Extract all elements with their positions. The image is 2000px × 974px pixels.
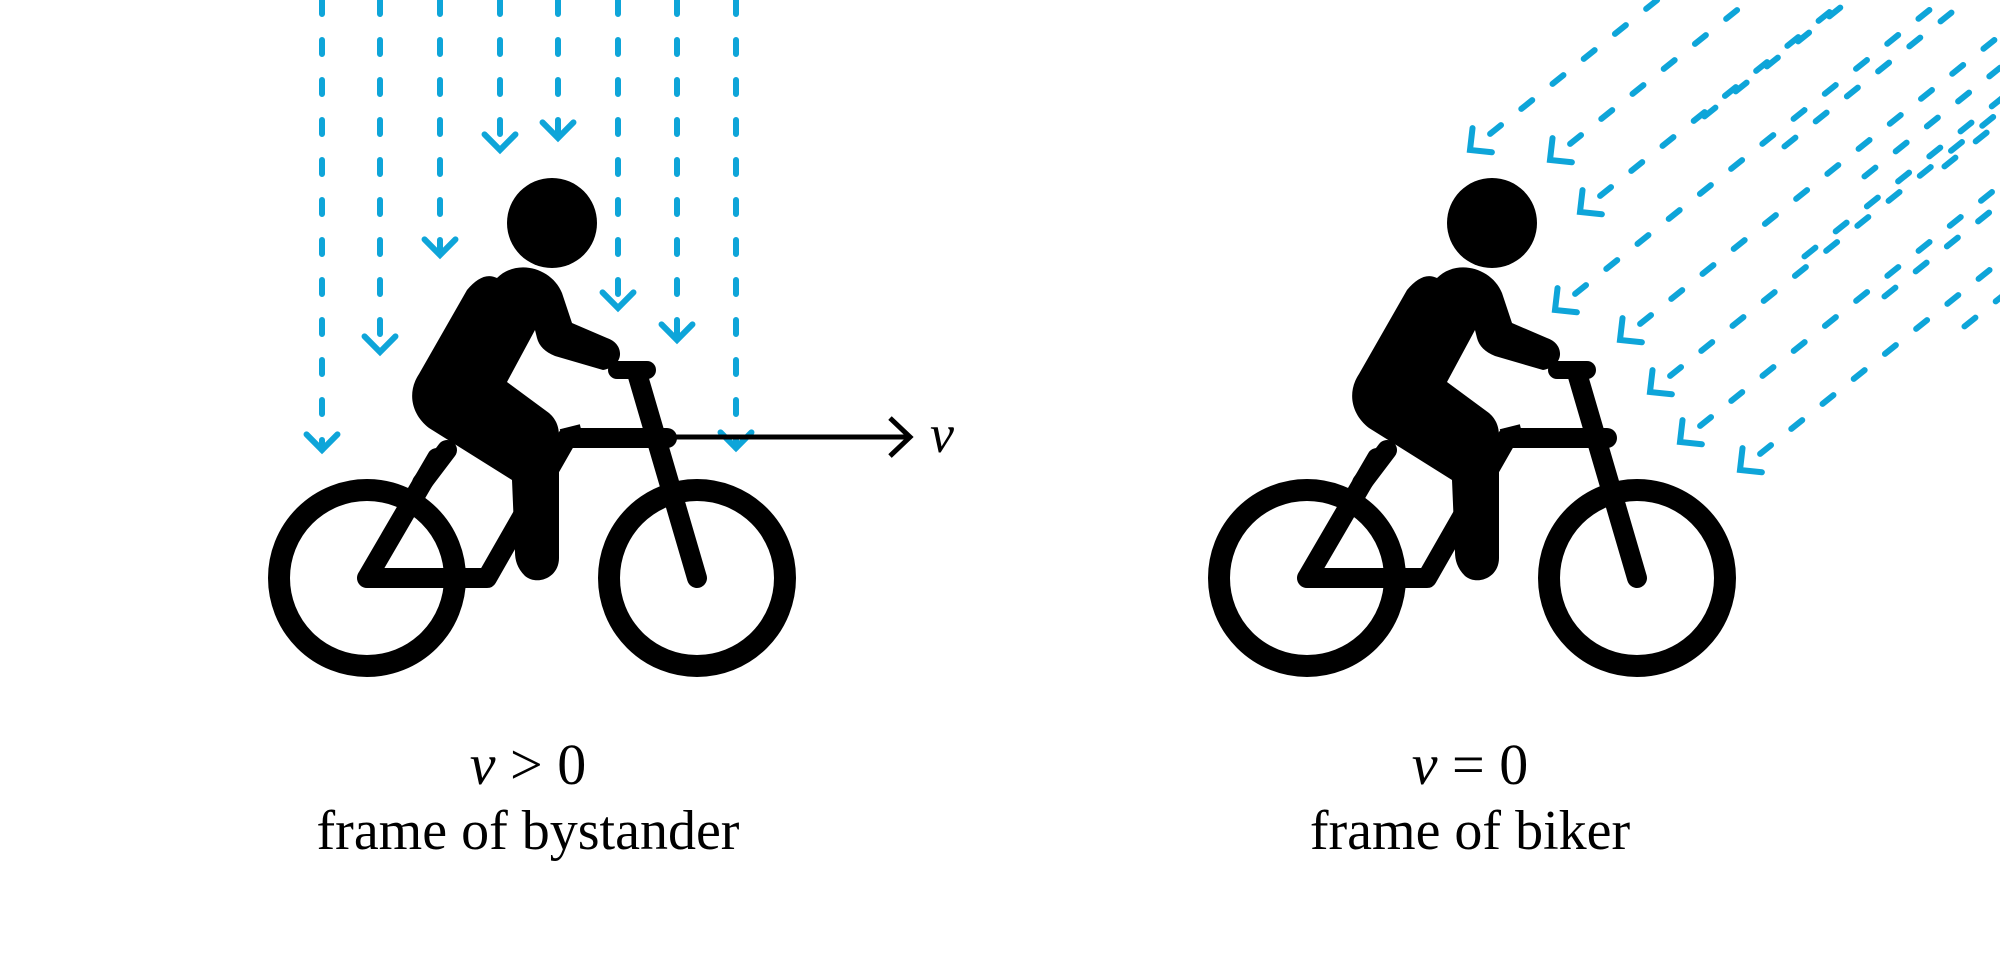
rain-drop-streak: [421, 0, 459, 260]
condition-label: v > 0: [469, 732, 587, 797]
rain-drop-streak: [539, 0, 577, 143]
frame-label: frame of biker: [1309, 800, 1631, 862]
cyclist-icon: [1219, 178, 1725, 666]
frame-label: frame of bystander: [316, 800, 740, 862]
rain-drop-streak: [1576, 0, 1850, 218]
rain-drop-streak: [1616, 31, 2000, 346]
rain-drop-streak: [481, 0, 519, 155]
condition-label: v = 0: [1411, 732, 1529, 797]
rain-drop-streak: [1546, 0, 1755, 166]
rain-drop-streak: [1466, 0, 1662, 156]
rain-drop-streak: [361, 0, 399, 357]
rain-drop-streak: [1551, 0, 1947, 316]
rain-drop-streak: [303, 0, 341, 455]
rain-drop-streak: [1937, 118, 2000, 173]
rain-drop-streak: [1676, 181, 2000, 448]
rain-drop-streak: [1797, 95, 2000, 263]
rain-drop-streak: [658, 0, 696, 345]
rain-streaks-vertical: [303, 0, 755, 455]
velocity-arrow: [660, 416, 914, 458]
rain-drop-streak: [1877, 200, 2000, 303]
rain-drop-streak: [1697, 0, 1855, 123]
rain-drop-streak: [1777, 0, 1972, 153]
rain-drop-streak: [1646, 107, 2000, 398]
rain-drop-streak: [1736, 257, 2000, 476]
rain-drop-streak: [599, 0, 637, 313]
caption-biker: v = 0 frame of biker: [1120, 732, 1820, 864]
rain-drop-streak: [1857, 63, 2000, 183]
rain-drop-streak: [717, 0, 755, 453]
rain-streaks-diagonal: [1466, 0, 2000, 476]
cyclist-icon: [279, 178, 785, 666]
caption-bystander: v > 0 frame of bystander: [178, 732, 878, 864]
velocity-arrow-label: v: [930, 404, 954, 464]
